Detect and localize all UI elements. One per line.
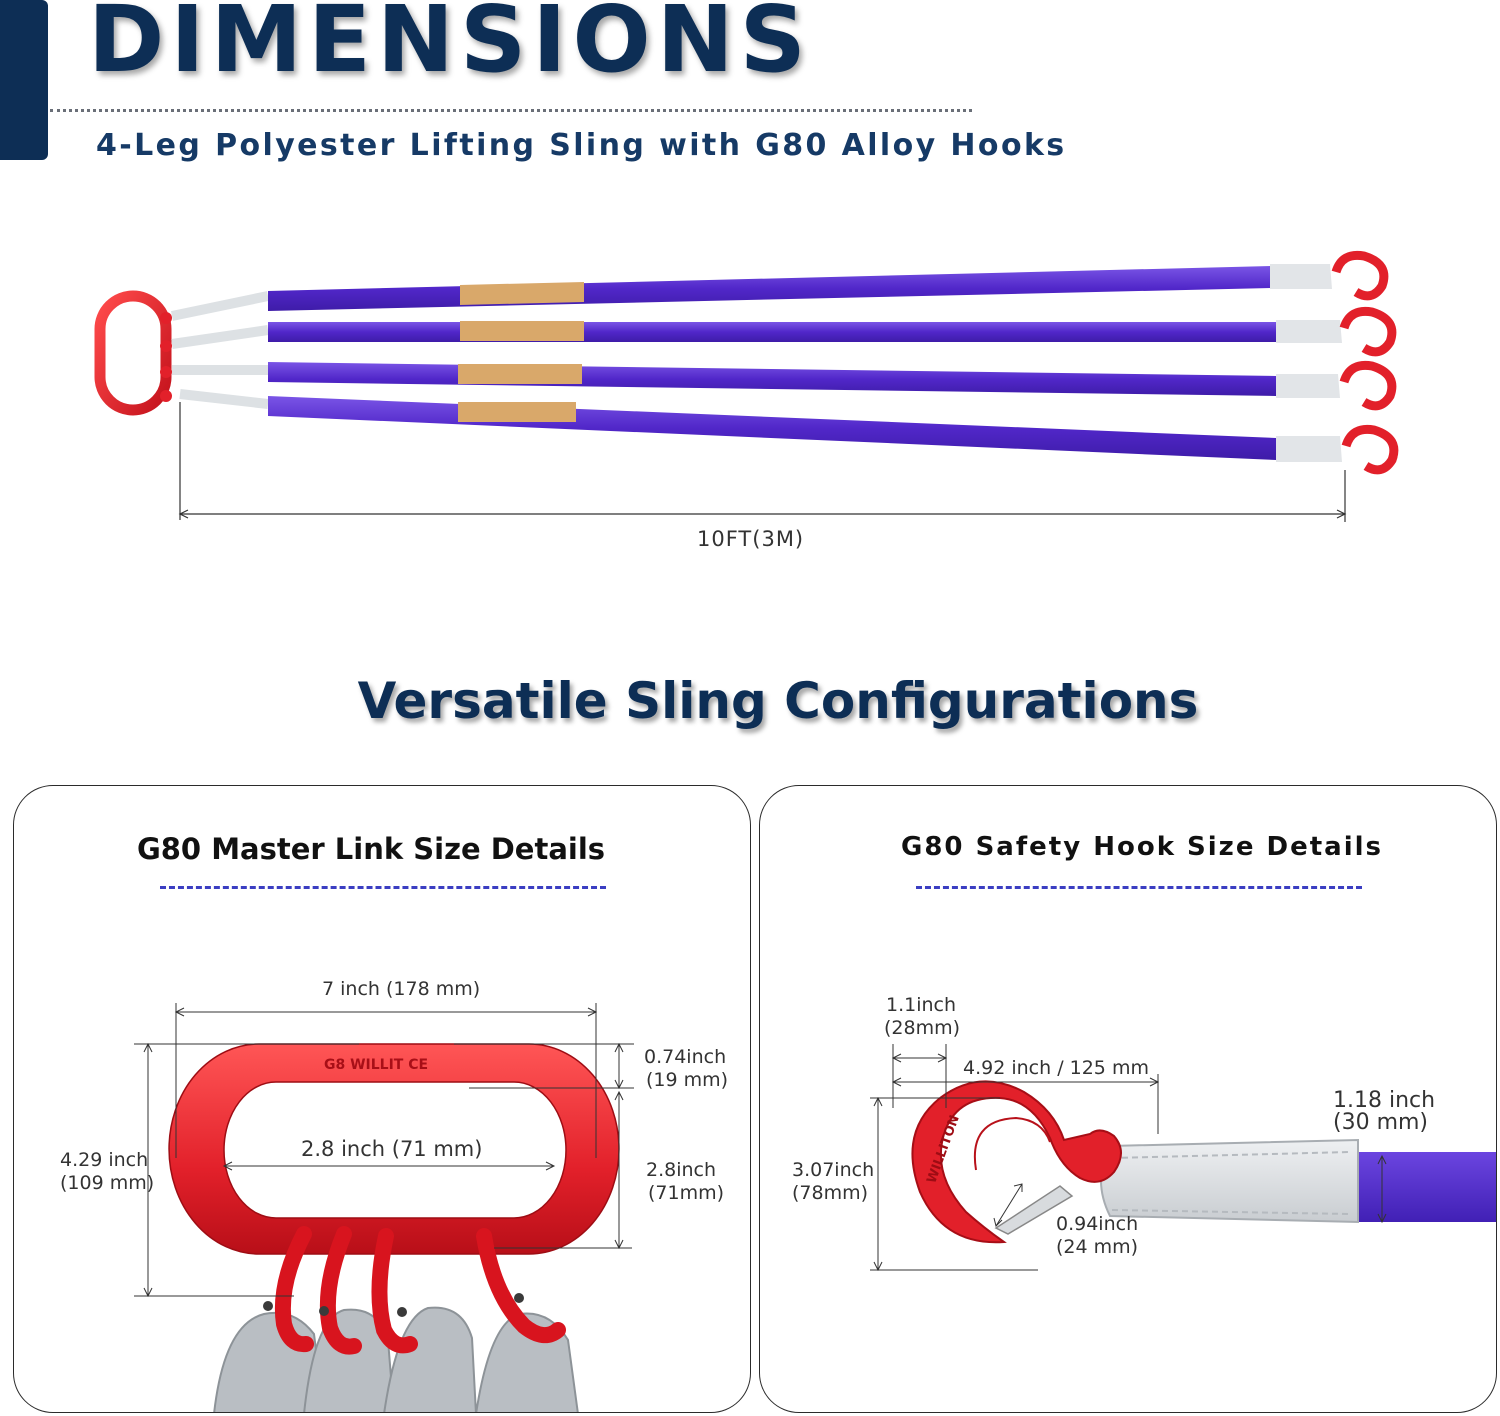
safety-latch (994, 1185, 1074, 1235)
hook-length-label: 4.92 inch / 125 mm (963, 1057, 1149, 1079)
overview-sling-leg (171, 306, 1397, 357)
overview-master-link (94, 290, 172, 416)
header-accent-bar (0, 0, 48, 160)
sling-overview-illustration (94, 250, 1399, 522)
overview-sling-leg (179, 389, 1399, 475)
master-link-inner-height-label: 2.8inch (646, 1159, 717, 1181)
overall-length-label: 10FT(3M) (697, 527, 805, 551)
protective-sleeve (1100, 1138, 1359, 1224)
master-link-oval (168, 1043, 620, 1255)
overall-length-dimension (178, 402, 1347, 522)
master-link-illustration: G8 WILLIT CE (134, 1003, 634, 1412)
overview-sling-leg (170, 250, 1389, 321)
master-link-stamp: G8 WILLIT CE (324, 1057, 428, 1073)
safety-hook-panel-title: G80 Safety Hook Size Details (901, 832, 1383, 862)
safety-hook-body (911, 1080, 1122, 1244)
master-link-height-label: 4.29 inch (60, 1149, 149, 1171)
hook-throat-label: 1.1inch (886, 994, 957, 1016)
master-link-title-underline (160, 886, 606, 889)
master-link-thickness-label: 0.74inch (644, 1046, 727, 1068)
safety-hook-panel: G80 Safety Hook Size Details (759, 785, 1497, 1413)
overview-sling-leg (172, 360, 1397, 411)
master-link-inner-width-label: 2.8 inch (71 mm) (301, 1137, 483, 1161)
master-link-width-label: 7 inch (178 mm) (322, 978, 481, 1000)
page-subtitle: 4-Leg Polyester Lifting Sling with G80 A… (96, 128, 1067, 163)
hook-height-label: 3.07inch (792, 1159, 875, 1181)
sub-link-hooks (274, 1226, 566, 1355)
page-title: DIMENSIONS (88, 0, 812, 93)
hook-height-label-mm: (78mm) (792, 1182, 869, 1204)
master-link-inner-height-label-mm: (71mm) (648, 1182, 725, 1204)
webbing-width-label-mm: (30 mm) (1333, 1110, 1429, 1135)
master-link-height-label-mm: (109 mm) (60, 1172, 155, 1194)
webbing-strap (1358, 1152, 1496, 1222)
master-link-panel: G80 Master Link Size Details (13, 785, 751, 1413)
master-link-panel-title: G80 Master Link Size Details (136, 832, 606, 866)
section-title: Versatile Sling Configurations (357, 672, 1199, 730)
hook-opening-label-mm: (24 mm) (1056, 1236, 1139, 1258)
hook-opening-label: 0.94inch (1056, 1213, 1139, 1235)
safety-hook-illustration: WILLITON (870, 1044, 1496, 1272)
master-link-thickness-label-mm: (19 mm) (646, 1069, 729, 1091)
hook-throat-label-mm: (28mm) (884, 1017, 961, 1039)
webbing-width-label: 1.18 inch (1333, 1088, 1436, 1113)
title-divider (50, 109, 972, 112)
safety-hook-title-underline (916, 886, 1362, 889)
